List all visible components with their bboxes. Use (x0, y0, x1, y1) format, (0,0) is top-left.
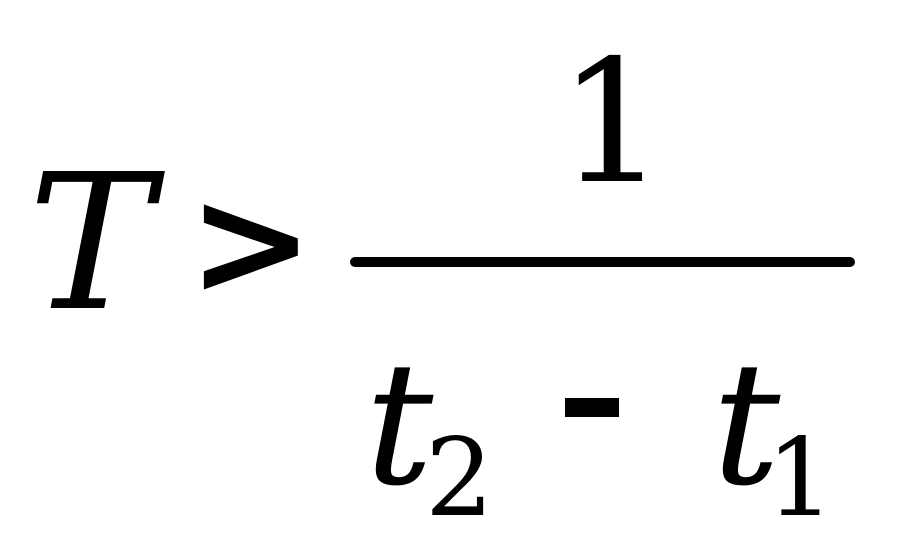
greater-than-operator: > (188, 156, 314, 330)
fraction-bar (350, 257, 855, 267)
minus-sign (565, 398, 619, 417)
denominator-term2-base: t (712, 326, 781, 524)
denominator-term2-subscript: 1 (766, 416, 835, 541)
fraction-numerator: 1 (558, 24, 667, 222)
variable-T: T (28, 134, 154, 353)
denominator-term1-base: t (365, 326, 434, 524)
denominator-term1-subscript: 2 (425, 416, 494, 541)
